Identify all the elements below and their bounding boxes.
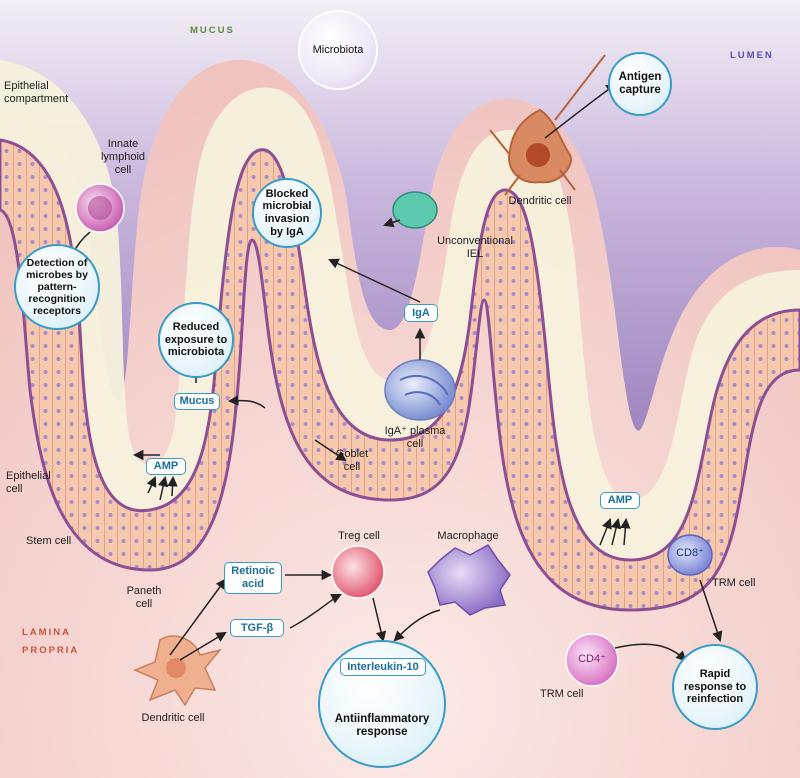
- dendritic-cell-top-shape: [489, 54, 606, 196]
- macrophage-label: Macrophage: [437, 530, 499, 542]
- cd4-label: CD4⁺: [578, 653, 606, 665]
- retinoic-acid-box: Retinoic acid: [224, 562, 282, 594]
- detection-bubble: Detection of microbes by pattern-recogni…: [14, 244, 100, 330]
- amp-left-box: AMP: [146, 458, 186, 475]
- mucus-region-label: MUCUS: [190, 25, 235, 36]
- dendritic-cell-top-label: Dendritic cell: [508, 195, 572, 207]
- tgf-beta-box: TGF-β: [230, 619, 284, 637]
- lamina-region-label-2: PROPRIA: [22, 645, 80, 656]
- interleukin-10-box: Interleukin-10: [340, 658, 426, 676]
- reduced-exposure-bubble: Reduced exposure to microbiota: [158, 302, 234, 378]
- amp-right-box: AMP: [600, 492, 640, 509]
- goblet-cell-label: Goblet cell: [335, 448, 369, 473]
- antigen-capture-bubble: Antigen capture: [608, 52, 672, 116]
- rapid-response-bubble: Rapid response to reinfection: [672, 644, 758, 730]
- mucus-band: [0, 60, 800, 560]
- epithelial-compartment-label: Epithelial compartment: [4, 80, 69, 105]
- trm-cell-right-label: TRM cell: [712, 577, 756, 589]
- stem-cell-label: Stem cell: [26, 535, 72, 547]
- cd8-cell-shape: [667, 534, 713, 576]
- iga-box: IgA: [404, 304, 438, 322]
- epithelium-layer: [0, 138, 800, 612]
- mucus-box: Mucus: [174, 393, 220, 410]
- dendritic-cell-bottom-label: Dendritic cell: [141, 712, 205, 724]
- blocked-invasion-bubble: Blocked microbial invasion by IgA: [252, 178, 322, 248]
- trm-cell-bottom-label: TRM cell: [540, 688, 584, 700]
- unconventional-iel-label: Unconventional IEL: [437, 235, 513, 260]
- macrophage-shape: [427, 544, 511, 616]
- cd8-label: CD8⁺: [676, 547, 704, 559]
- paneth-cell-label: Paneth cell: [126, 585, 162, 610]
- treg-cell-label: Treg cell: [338, 530, 380, 542]
- treg-cell-shape: [331, 545, 385, 599]
- innate-lymphoid-label: Innate lymphoid cell: [100, 138, 146, 176]
- lumen-region-label: LUMEN: [730, 50, 774, 61]
- unconventional-iel-shape: [392, 191, 438, 229]
- iga-plasma-cell-label: IgA⁺ plasma cell: [384, 425, 446, 450]
- lamina-region-label-1: LAMINA: [22, 627, 71, 638]
- microbiota-bubble: Microbiota: [298, 10, 378, 90]
- epithelial-cell-label: Epithelial cell: [6, 470, 51, 495]
- cd4-cell-shape: [565, 633, 619, 687]
